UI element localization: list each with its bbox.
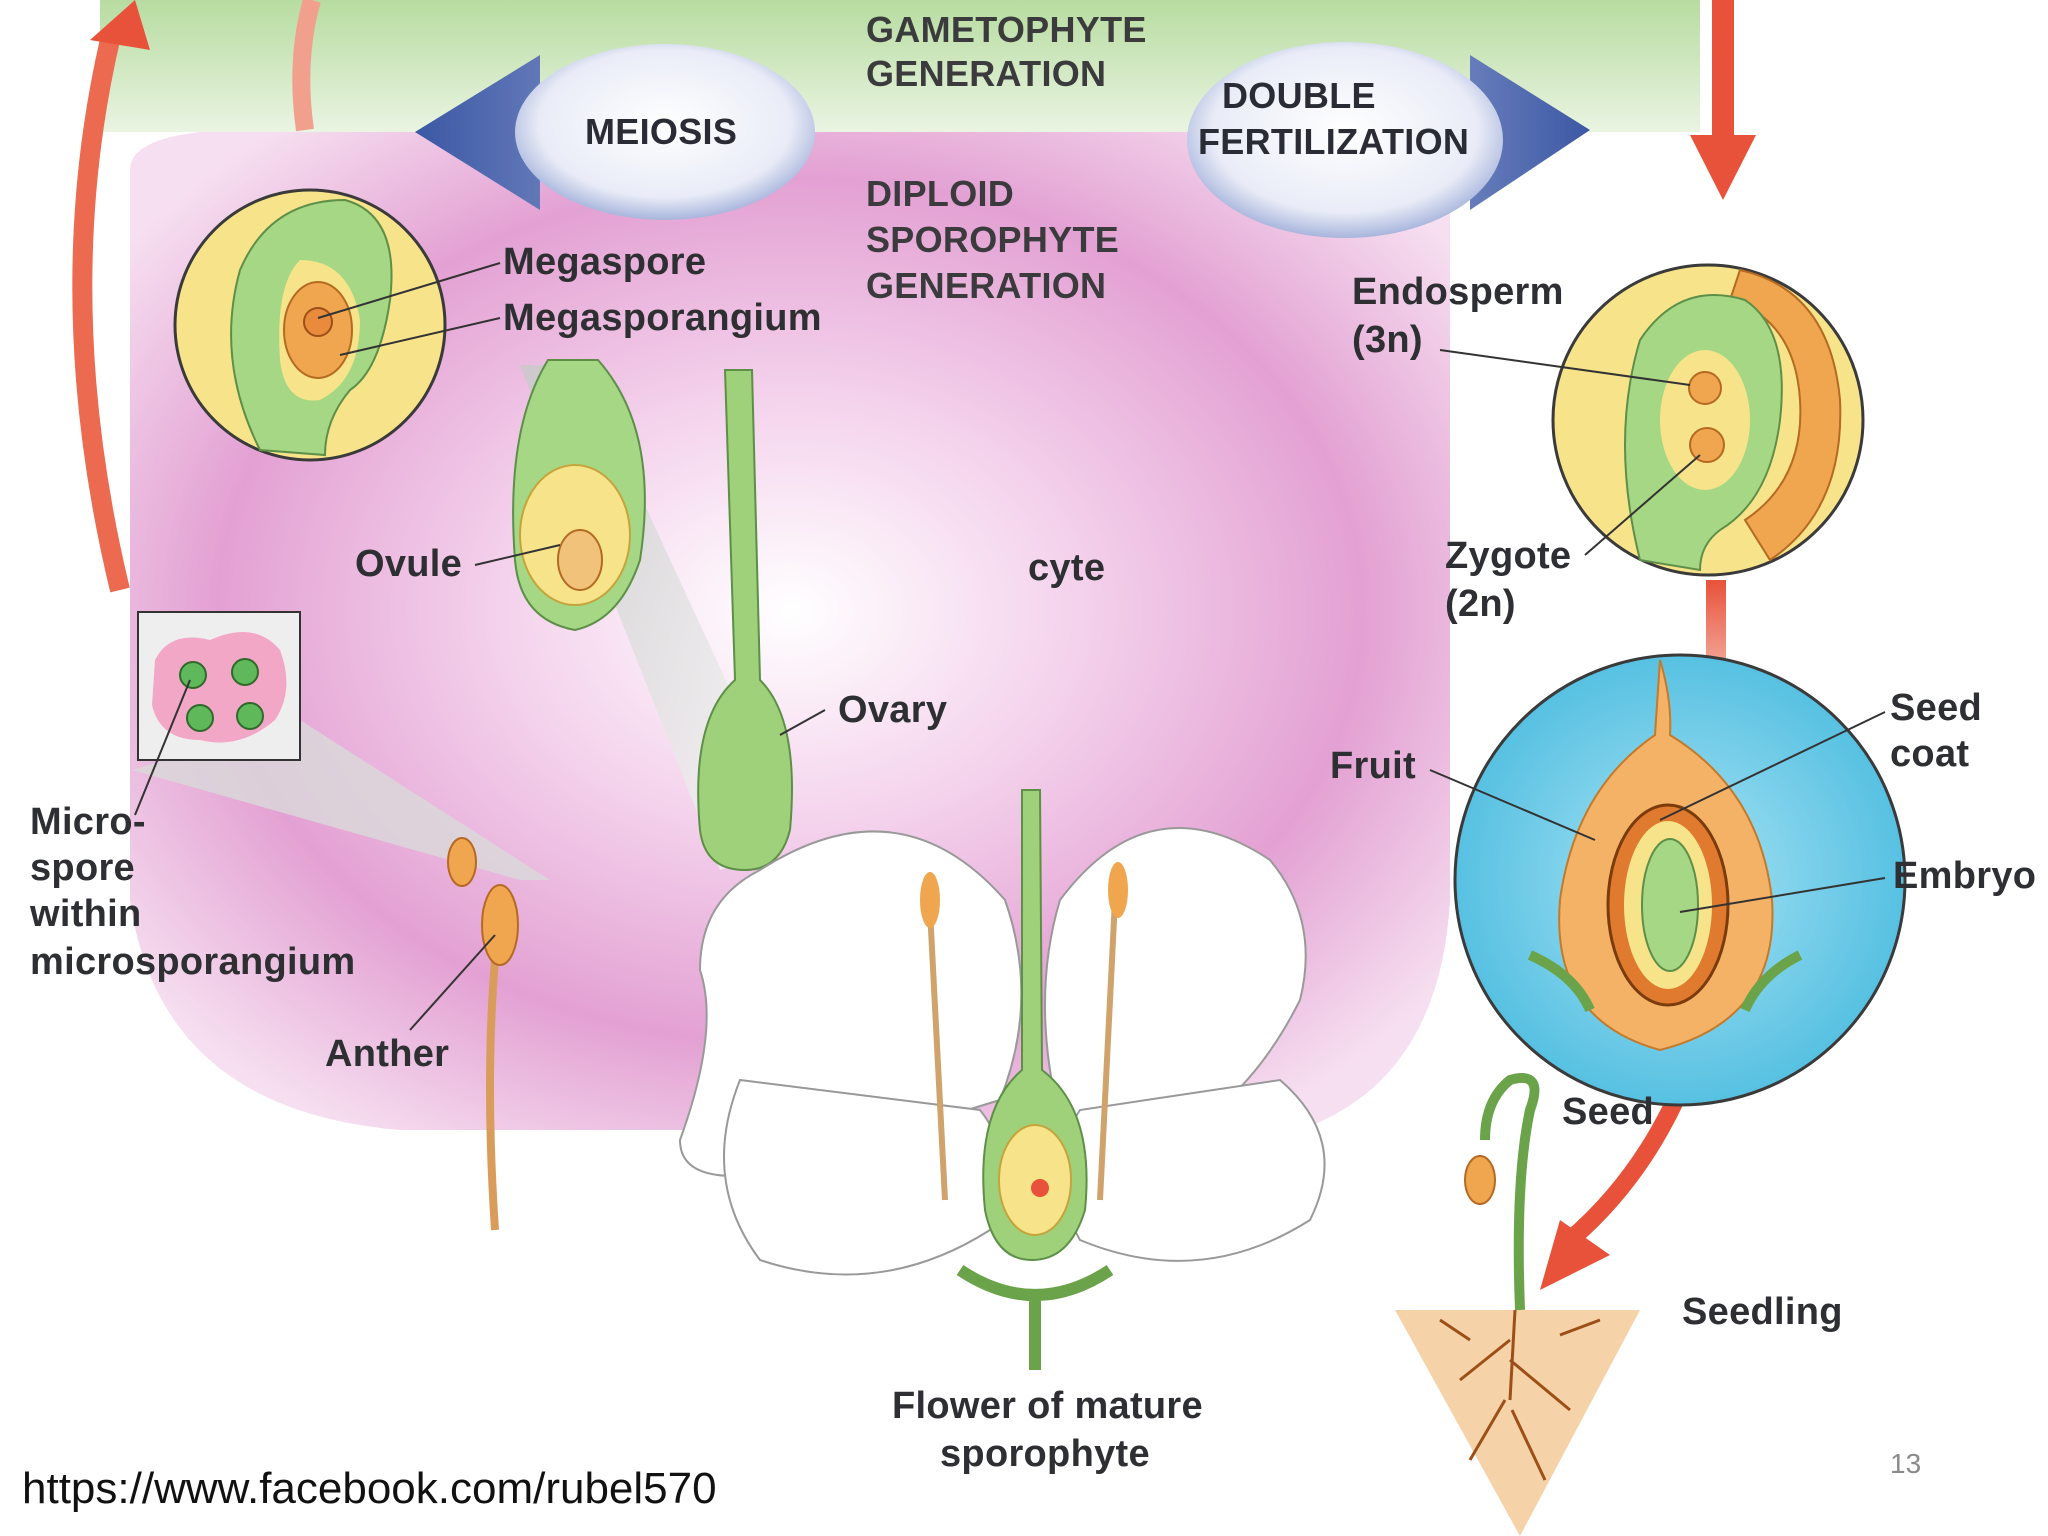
flower-anther-right — [1108, 862, 1128, 918]
microspore-cell-1 — [179, 661, 207, 689]
page-number: 13 — [1890, 1448, 1922, 1479]
zygote-cell — [1689, 427, 1725, 463]
cycle-arrow-left-inner — [292, 0, 321, 132]
zygote-label-line2: (2n) — [1445, 583, 1516, 625]
microspore-cell-4 — [236, 702, 264, 730]
cycle-arrow-right-shaft — [1712, 0, 1734, 140]
microspore-label-line4: microsporangium — [30, 941, 356, 983]
stamen-filament — [486, 959, 499, 1231]
seed-coat-label-line2: coat — [1890, 733, 1970, 775]
fruit-label: Fruit — [1330, 745, 1416, 787]
embryo-leader — [1679, 877, 1886, 913]
cycle-arrow-left-head — [90, 0, 150, 50]
fertilization-pill — [1187, 42, 1503, 238]
fruit-sepal-right — [1740, 950, 1803, 1013]
endosperm-leader — [1439, 349, 1691, 386]
endosperm-label-line1: Endosperm — [1352, 271, 1564, 313]
embryo-sac — [1660, 350, 1750, 490]
ovary-label: Ovary — [838, 689, 948, 731]
megaspore-cell — [303, 307, 333, 337]
seed-label: Seed — [1562, 1091, 1655, 1133]
ovary-leader — [779, 709, 826, 736]
flower-receptacle — [956, 1264, 1114, 1370]
flower-ovule — [998, 1124, 1072, 1236]
source-url: https://www.facebook.com/rubel570 — [22, 1464, 717, 1513]
cycle-arrow-right-head — [1690, 135, 1756, 200]
flower-egg — [1031, 1179, 1049, 1197]
cycle-arrow-seed-head — [1540, 1220, 1610, 1290]
seed-coat-label-line1: Seed — [1890, 687, 1983, 729]
pistil-enlarged — [697, 369, 793, 872]
microspore-leader — [134, 679, 191, 816]
microspore-label-line3: within — [30, 893, 142, 935]
ovule-label: Ovule — [355, 543, 463, 585]
endosperm-nucleus — [1688, 371, 1722, 405]
seedling-stem — [1480, 1073, 1540, 1311]
petal-lower-left — [723, 1078, 1004, 1276]
microspore-label-line2: spore — [30, 847, 135, 889]
seedling-roots — [1439, 1309, 1601, 1481]
cycle-arrow-left — [72, 37, 130, 593]
fertilization-label-line1: DOUBLE — [1222, 75, 1376, 116]
flower-stamens — [927, 899, 1118, 1201]
fertilization-label-line2: FERTILIZATION — [1198, 121, 1470, 162]
gametophyte-label-line2: GENERATION — [866, 53, 1107, 94]
zygote-leader — [1584, 454, 1701, 556]
megaspore-label: Megaspore — [503, 241, 707, 283]
microspore-cell-2 — [231, 658, 259, 686]
zygote-label-line1: Zygote — [1445, 535, 1572, 577]
ovule-enlarged-sac — [557, 529, 603, 591]
ovule-leader — [474, 544, 561, 566]
seed-coat-leader — [1659, 711, 1886, 821]
fruit-leader — [1429, 769, 1596, 841]
center-label: cyte — [1028, 547, 1106, 589]
pollen-tube — [1728, 268, 1842, 562]
anther-leader — [409, 934, 496, 1031]
microspore-cell-3 — [186, 704, 214, 732]
petal-right — [1044, 827, 1307, 1153]
sporophyte-label-line3: GENERATION — [866, 265, 1107, 306]
embryo-label: Embryo — [1893, 855, 2037, 897]
meiosis-pill — [515, 44, 815, 220]
gametophyte-label-line1: GAMETOPHYTE — [866, 9, 1147, 50]
anther-small — [447, 837, 477, 887]
flower-anther-left — [920, 872, 940, 928]
sporophyte-label-line1: DIPLOID — [866, 173, 1015, 214]
cycle-arrow-seed-shaft — [1564, 1086, 1689, 1247]
sporophyte-label-line2: SPOROPHYTE — [866, 219, 1120, 260]
microspore-label-line1: Micro- — [30, 801, 146, 843]
megaspore-leader — [317, 262, 501, 319]
flower-caption-line2: sporophyte — [940, 1433, 1150, 1475]
anther-label: Anther — [325, 1033, 450, 1075]
flower-caption-line1: Flower of mature — [892, 1385, 1203, 1427]
megasporangium-label: Megasporangium — [503, 297, 822, 339]
anther-shape — [481, 884, 519, 966]
seedling-label: Seedling — [1682, 1291, 1843, 1333]
megasporangium-leader — [339, 317, 501, 356]
embryo-shape — [1641, 838, 1699, 972]
meiosis-label: MEIOSIS — [585, 111, 738, 152]
endosperm-label-line2: (3n) — [1352, 319, 1423, 361]
seedling-seed — [1464, 1155, 1496, 1205]
fruit-sepal-left — [1527, 950, 1595, 1013]
